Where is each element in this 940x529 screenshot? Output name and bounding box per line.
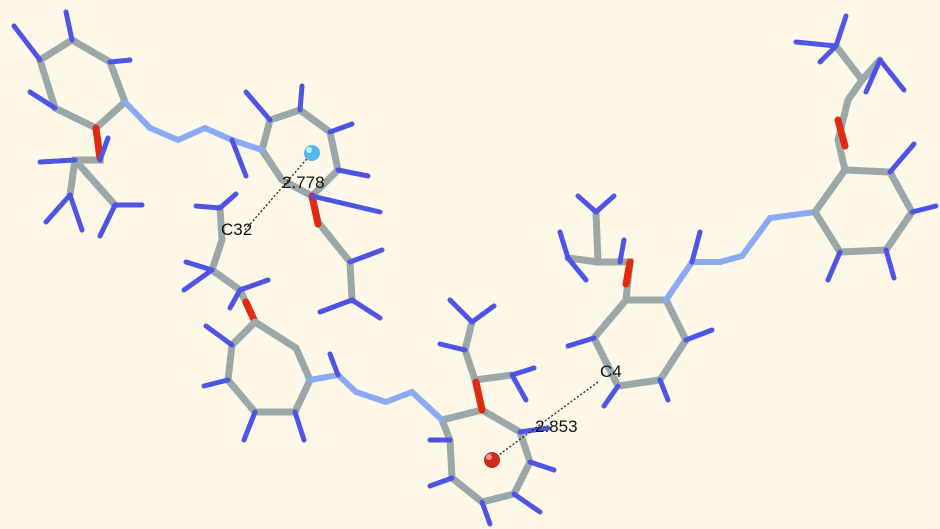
ring-centroid-blue-highlight — [306, 147, 312, 153]
ring-centroid-red — [484, 452, 500, 468]
molecule-c4-hydrazine-chain — [663, 209, 818, 303]
molecule-bottom-center-hydrazine-chain — [307, 371, 445, 423]
atom-label-c32: C32 — [221, 220, 252, 239]
molecule-top-left-hydrogens — [11, 9, 385, 321]
molecule-bottom-center-ring-a — [224, 318, 314, 416]
contact-line-1 — [244, 152, 313, 231]
molecule-c4-oxygen — [622, 258, 634, 288]
molecule-bottom-center — [201, 297, 557, 527]
ring-centroid-red-highlight — [486, 454, 492, 460]
ring-centroid-blue — [304, 145, 320, 161]
c32-fragment-hydrogens — [181, 191, 271, 311]
molecule-top-left-oxygens — [92, 124, 322, 228]
molecule-c4 — [557, 193, 818, 409]
contact-c32-to-centroid: 2.778 C32 — [221, 145, 325, 239]
atom-label-c4: C4 — [600, 362, 622, 381]
c32-fragment-oxygen — [242, 298, 259, 326]
molecule-c32-fragment — [181, 191, 271, 326]
molecule-top-right-hydrogens — [793, 13, 939, 283]
molecule-bottom-center-oxygen — [472, 378, 486, 414]
molecule-top-left — [11, 9, 385, 321]
distance-label-2: 2.853 — [535, 417, 578, 436]
contact-line-2 — [491, 381, 599, 461]
molecule-top-right-oxygen — [834, 116, 849, 150]
molecule-c4-hydrogens — [557, 193, 715, 409]
contact-c4-to-centroid: 2.853 C4 — [484, 362, 622, 468]
molecule-top-left-hydrazine-chain — [122, 99, 265, 153]
distance-label-1: 2.778 — [282, 173, 325, 192]
molecule-bottom-center-hydrogens — [201, 297, 557, 527]
molecule-top-right — [793, 13, 939, 283]
